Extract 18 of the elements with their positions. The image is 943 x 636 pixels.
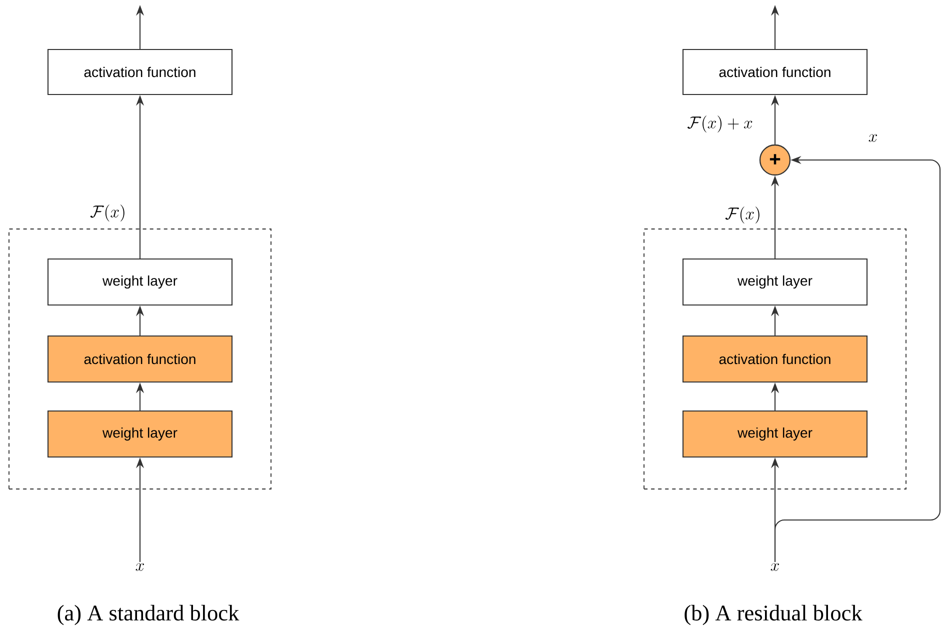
- layer-box: weight layer: [47, 410, 233, 458]
- layer-box: activation function: [682, 48, 868, 96]
- layer-box: activation function: [47, 48, 233, 96]
- block-frame: [644, 228, 906, 490]
- input-label: $x$: [770, 563, 779, 571]
- layer-box: weight layer: [682, 258, 868, 306]
- layer-box: activation function: [47, 335, 233, 383]
- edge-label: $x$: [868, 134, 877, 142]
- layer-box: weight layer: [682, 410, 868, 458]
- input-label: $x$: [136, 563, 144, 571]
- layer-box: weight layer: [47, 258, 233, 306]
- subfigure-caption: (a) A standard block: [58, 604, 240, 626]
- edge-label: $\mathcal{F}(x)$: [90, 204, 124, 222]
- edge-label: $\mathcal{F}(x)$: [725, 206, 760, 224]
- layer-box: activation function: [682, 335, 868, 383]
- subfigure-caption: (b) A residual block: [684, 604, 862, 626]
- block-frame: [8, 228, 272, 490]
- edge-label: $\mathcal{F}(x)+x$: [687, 116, 752, 132]
